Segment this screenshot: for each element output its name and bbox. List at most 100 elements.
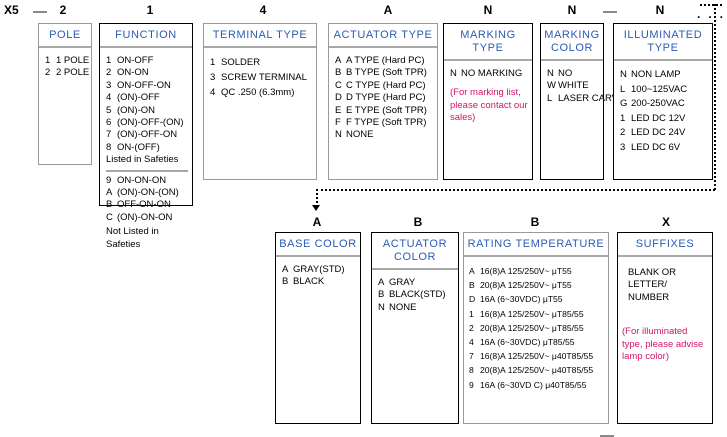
option-key: 4 <box>106 92 112 104</box>
connector-dotted-vertical-right <box>714 4 716 190</box>
option-key: D <box>469 294 476 305</box>
option-value: 16A (6~30VDC) μT55 <box>480 294 563 305</box>
bottom-code-row: A B B X <box>0 212 727 437</box>
option-key: B <box>469 280 475 291</box>
code-segment-marking-type: N <box>483 3 493 17</box>
option-row[interactable]: F F TYPE (Soft TPR) <box>335 117 433 129</box>
box-suffixes[interactable]: SUFFIXES BLANK OR LETTER/ NUMBER (For il… <box>617 232 713 424</box>
code-segment-pole: 2 <box>59 3 67 17</box>
option-row[interactable]: 6(ON)-OFF-(ON) <box>106 117 188 129</box>
option-value: BLACK(STD) <box>389 289 446 301</box>
option-key: F <box>335 117 341 129</box>
option-value: GRAY <box>389 277 416 288</box>
marking-type-note: (For marking list, please contact our sa… <box>450 87 528 124</box>
option-key: W <box>547 80 556 92</box>
option-value: A TYPE (Hard PC) <box>346 55 425 66</box>
option-row[interactable]: A A TYPE (Hard PC) <box>335 55 433 67</box>
option-value: LASER CARVING <box>558 92 635 104</box>
option-row[interactable]: A(ON)-ON-(ON) <box>106 187 188 199</box>
option-value: (ON)-ON <box>117 104 155 116</box>
option-key: A <box>282 264 289 275</box>
function-footnote-listed: Listed in Safeties <box>106 154 179 166</box>
option-value: F TYPE (Soft TPR) <box>346 117 427 129</box>
option-value: ON-ON-ON <box>117 174 167 186</box>
option-key: A <box>378 277 385 288</box>
option-key: 2 <box>469 322 474 333</box>
option-row[interactable]: B 20(8)A 125/250V~ μT55 <box>469 278 604 292</box>
option-value: (ON)-ON-(ON) <box>117 187 179 199</box>
box-rating-temperature-title: RATING TEMPERATURE <box>464 233 608 257</box>
option-key: E <box>335 104 342 116</box>
option-key: A <box>335 55 342 66</box>
option-row[interactable]: 5(ON)-ON <box>106 105 188 117</box>
option-value: 16A (6~30VDC) μT85/55 <box>480 337 575 348</box>
option-row[interactable]: D 16A (6~30VDC) μT55 <box>469 292 604 306</box>
code-segment-actuator-color: B <box>413 215 423 229</box>
code-prefix-x5: X5 <box>4 3 19 17</box>
box-marking-type-title: MARKING TYPE <box>444 24 532 61</box>
code-dash-2 <box>603 11 617 13</box>
box-illuminated-type-title: ILLUMINATED TYPE <box>614 24 712 61</box>
option-value: C TYPE (Hard PC) <box>346 79 426 91</box>
option-row[interactable]: A GRAY <box>378 277 454 289</box>
option-row[interactable]: C(ON)-ON-ON <box>106 212 188 224</box>
code-segment-terminal-type: 4 <box>259 3 267 17</box>
option-key: 7 <box>469 351 474 362</box>
option-value: 20(8)A 125/250V~ μT55 <box>480 280 572 291</box>
option-row[interactable]: 7(ON)-OFF-ON <box>106 129 188 141</box>
option-value: LED DC 24V <box>631 127 686 138</box>
option-row[interactable]: 4(ON)-OFF <box>106 92 188 104</box>
box-marking-color-title: MARKING COLOR <box>541 24 603 61</box>
connector-arrow-icon <box>312 205 320 211</box>
connector-dotted-top-right <box>700 4 722 6</box>
